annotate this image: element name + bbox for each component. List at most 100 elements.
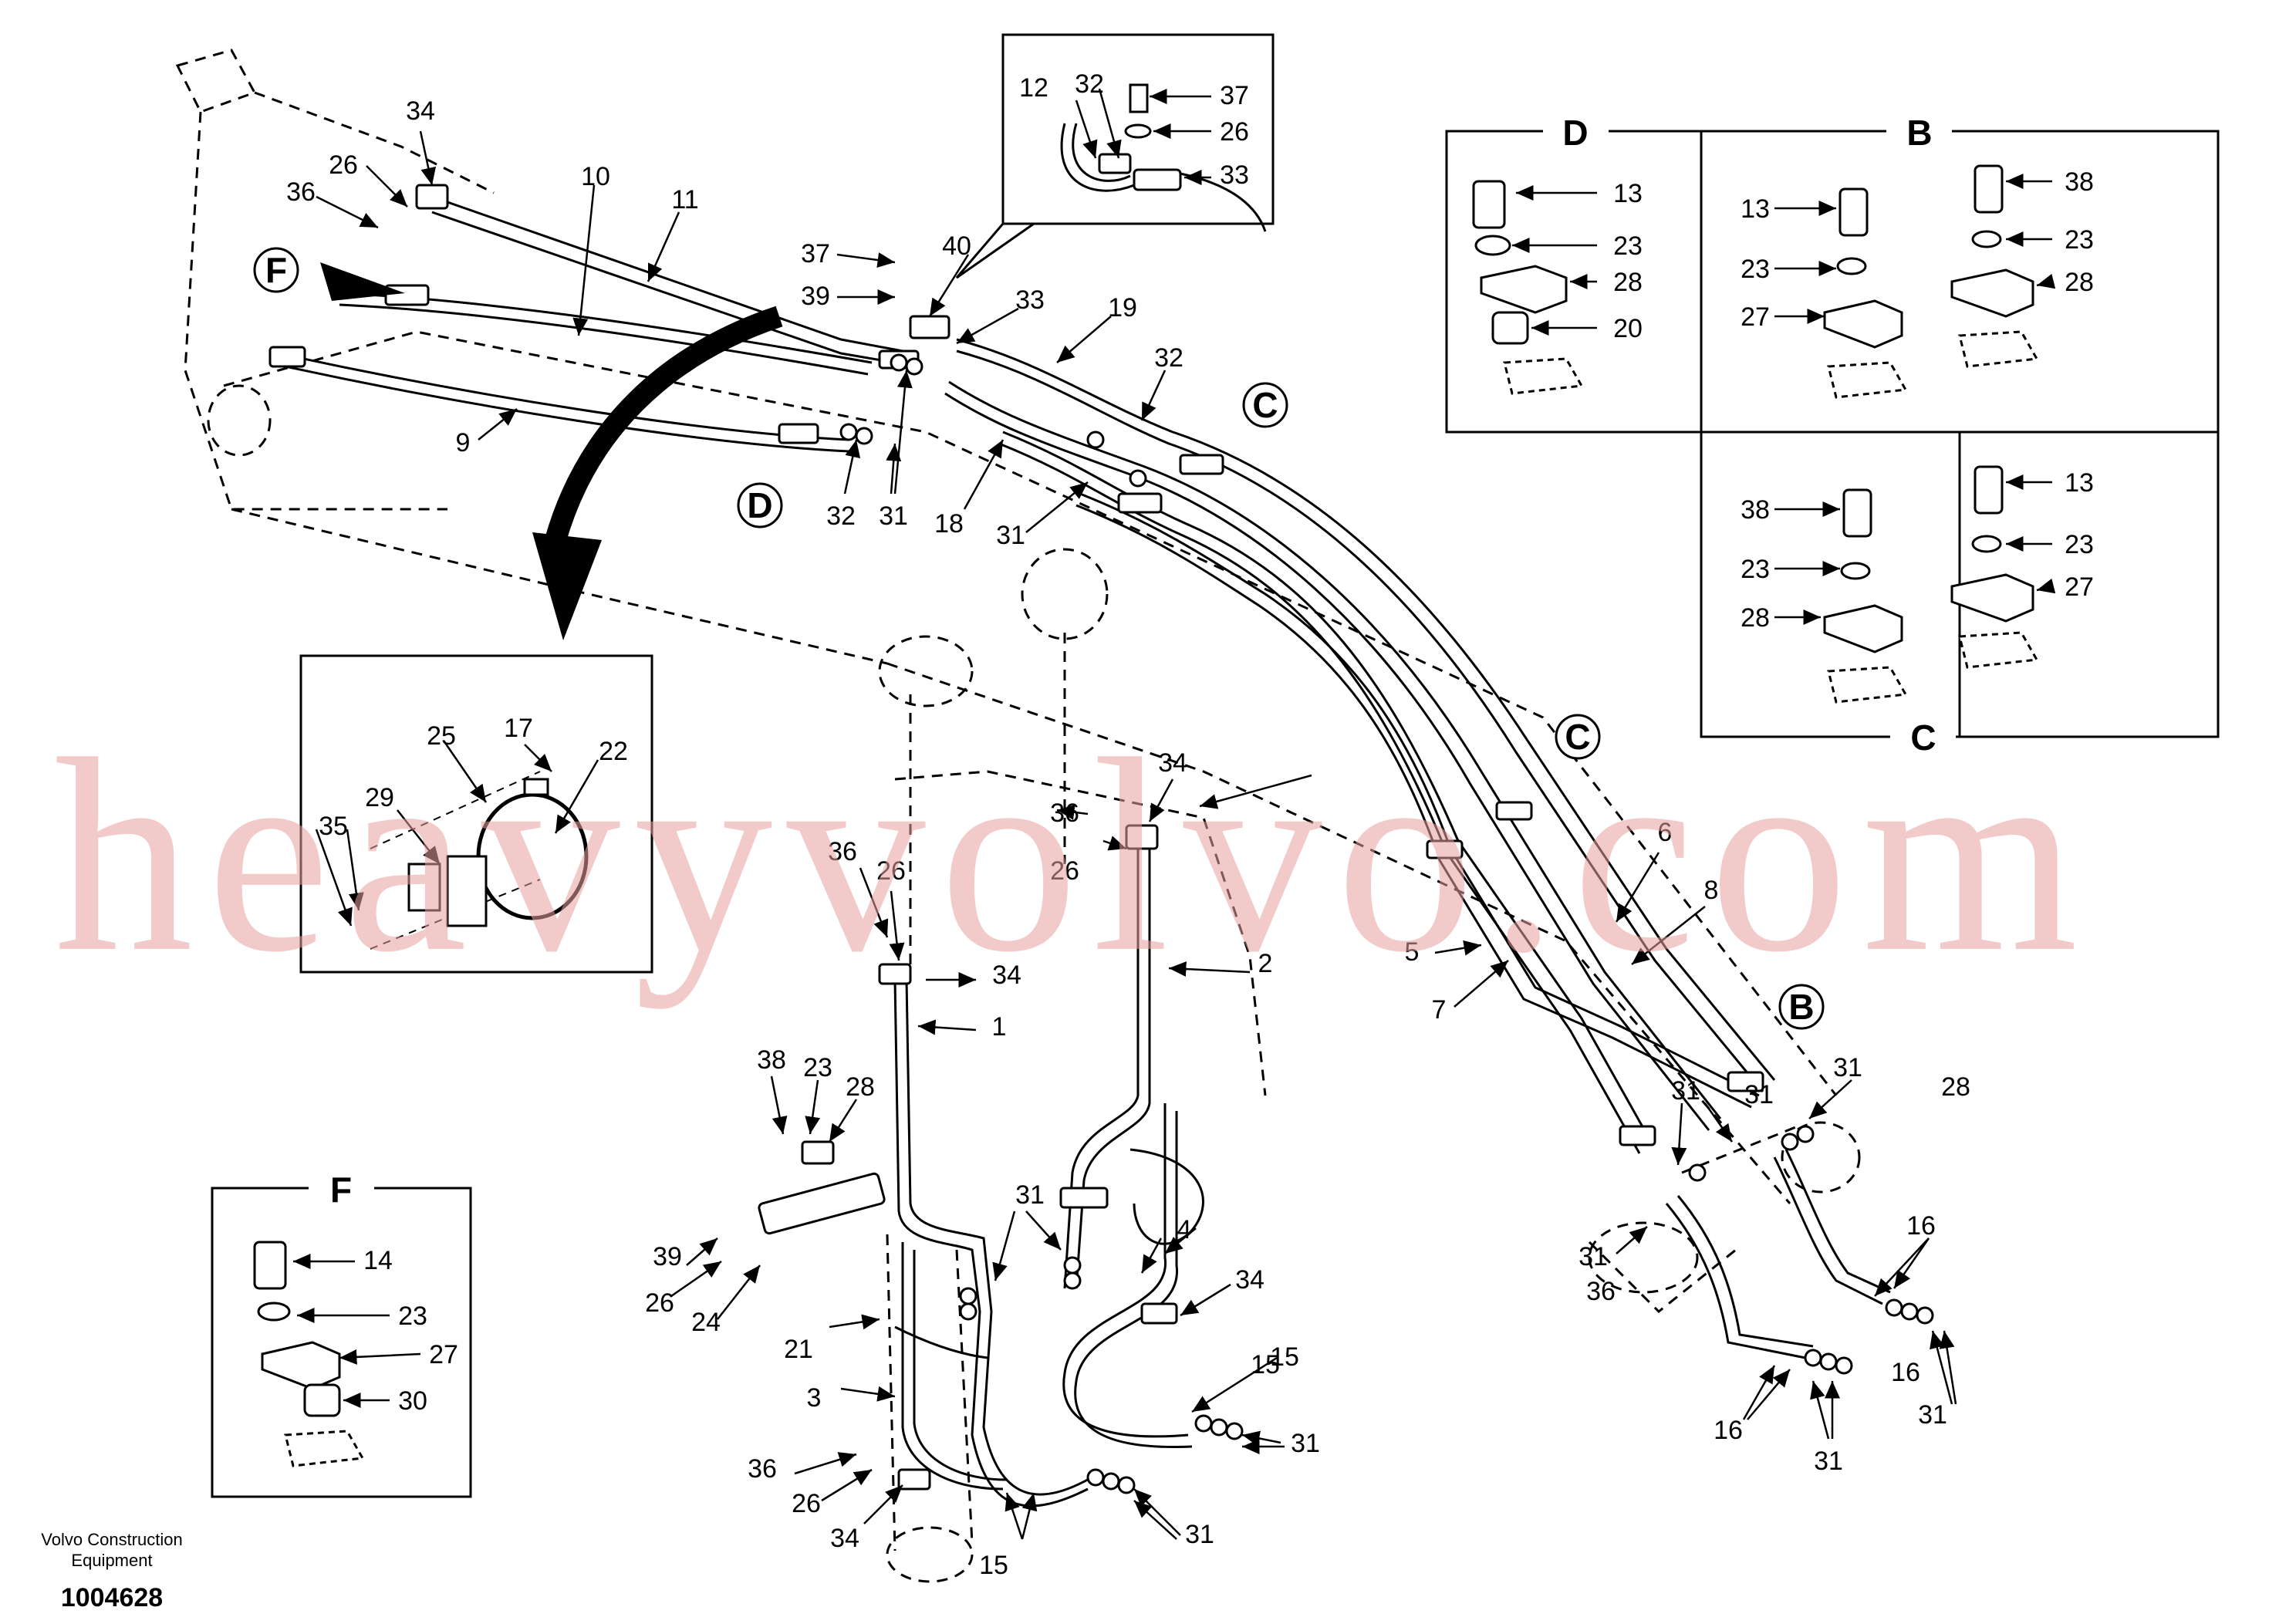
part-label: 27: [429, 1340, 458, 1369]
leader-lines: [293, 88, 2056, 1540]
part-label: 28: [1613, 268, 1643, 297]
view-marker-c-upper: C: [1252, 385, 1278, 425]
part-label: 27: [1741, 302, 1770, 332]
panel-c-header: C: [1910, 717, 1936, 758]
part-label: 34: [1158, 748, 1187, 778]
part-label: 4: [1177, 1215, 1192, 1244]
part-label: 6: [1658, 818, 1673, 847]
part-label: 32: [1075, 69, 1104, 99]
part-label: 31: [1578, 1242, 1608, 1271]
part-label: 7: [1432, 995, 1447, 1025]
part-label: 1: [992, 1012, 1007, 1042]
part-label: 21: [784, 1335, 813, 1364]
part-label: 20: [1613, 314, 1643, 343]
company-name-line2: Equipment: [71, 1551, 152, 1570]
part-label: 38: [2065, 167, 2094, 197]
part-label: 31: [1015, 1180, 1045, 1210]
part-label: 10: [581, 162, 610, 191]
part-label: 31: [1185, 1520, 1214, 1549]
part-label: 37: [1220, 81, 1249, 110]
part-label: 9: [456, 428, 471, 457]
part-label: 13: [1741, 194, 1770, 224]
detail-box-top: [955, 33, 1275, 279]
part-label: 24: [691, 1308, 721, 1337]
part-label: 11: [671, 185, 698, 214]
part-label: 36: [828, 837, 857, 866]
panel-f: F: [211, 1169, 472, 1498]
part-label: 15: [1270, 1342, 1299, 1372]
part-label: 14: [363, 1246, 393, 1275]
part-label: 31: [1814, 1447, 1843, 1476]
part-label: 28: [1741, 603, 1770, 633]
part-label: 36: [748, 1454, 777, 1484]
part-label: 17: [504, 714, 533, 743]
part-label: 26: [876, 856, 906, 886]
part-label: 26: [645, 1288, 674, 1318]
part-number-labels: 34 26 36 10 11 9 37 39 40 33 19 32 32 31…: [286, 69, 2094, 1580]
view-markers: F D C C B: [253, 247, 1825, 1030]
detail-box-clamp: [299, 654, 653, 974]
panel-grid-right: [1445, 130, 2220, 738]
detail-callout-arrow: [532, 306, 783, 640]
part-label: 28: [1941, 1072, 1970, 1102]
part-label: 31: [1671, 1076, 1700, 1106]
part-label: 23: [1613, 231, 1643, 261]
panel-b-header: B: [1906, 113, 1932, 153]
part-label: 18: [934, 509, 964, 539]
part-label: 31: [1291, 1429, 1320, 1458]
view-marker-d: D: [747, 485, 772, 525]
part-label: 25: [427, 721, 456, 751]
part-label: 5: [1405, 937, 1420, 967]
part-label: 27: [2065, 572, 2094, 602]
panel-f-header: F: [330, 1170, 352, 1210]
part-label: 23: [2065, 225, 2094, 255]
part-label: 26: [792, 1489, 821, 1518]
part-label: 2: [1258, 949, 1273, 978]
part-label: 26: [329, 150, 358, 180]
clamps-and-fittings: [268, 184, 1934, 1494]
part-label: 31: [1833, 1053, 1862, 1082]
part-label: 35: [319, 812, 348, 841]
part-label: 30: [398, 1386, 427, 1416]
part-label: 19: [1108, 293, 1137, 322]
drawing-number: 1004628: [61, 1583, 163, 1612]
part-label: 33: [1220, 160, 1249, 190]
part-label: 31: [1744, 1080, 1774, 1109]
part-label: 3: [807, 1383, 822, 1413]
part-label: 36: [286, 177, 316, 207]
part-label: 34: [830, 1524, 859, 1553]
part-label: 36: [1586, 1277, 1616, 1306]
part-label: 34: [1235, 1265, 1264, 1295]
part-label: 34: [406, 96, 435, 126]
part-label: 39: [801, 282, 830, 311]
part-label: 22: [599, 737, 628, 766]
part-label: 31: [996, 521, 1025, 550]
part-label: 13: [2065, 468, 2094, 498]
part-label: 16: [1714, 1416, 1743, 1445]
part-label: 23: [2065, 530, 2094, 559]
part-label: 33: [1015, 285, 1045, 315]
part-label: 28: [2065, 268, 2094, 297]
part-label: 28: [846, 1072, 875, 1102]
panel-d-header: D: [1562, 113, 1588, 153]
watermark-text: heavyvolvo.com: [54, 701, 2092, 1010]
part-label: 32: [826, 501, 856, 531]
part-label: 16: [1891, 1358, 1920, 1387]
view-marker-f: F: [265, 250, 287, 290]
part-label: 23: [1741, 555, 1770, 584]
part-label: 37: [801, 239, 830, 268]
footer-block: Volvo Construction Equipment 1004628: [41, 1530, 182, 1612]
part-label: 32: [1154, 343, 1183, 373]
part-label: 23: [1741, 255, 1770, 284]
panel-parts-shapes: [1472, 164, 2039, 704]
part-label: 29: [365, 783, 394, 812]
part-label: 39: [653, 1242, 682, 1271]
part-label: 38: [1741, 495, 1770, 525]
part-label: 23: [398, 1302, 427, 1331]
part-label: 26: [1050, 856, 1079, 886]
view-marker-b: B: [1788, 987, 1814, 1027]
part-label: 23: [803, 1053, 832, 1082]
view-marker-c-lower: C: [1565, 717, 1590, 757]
